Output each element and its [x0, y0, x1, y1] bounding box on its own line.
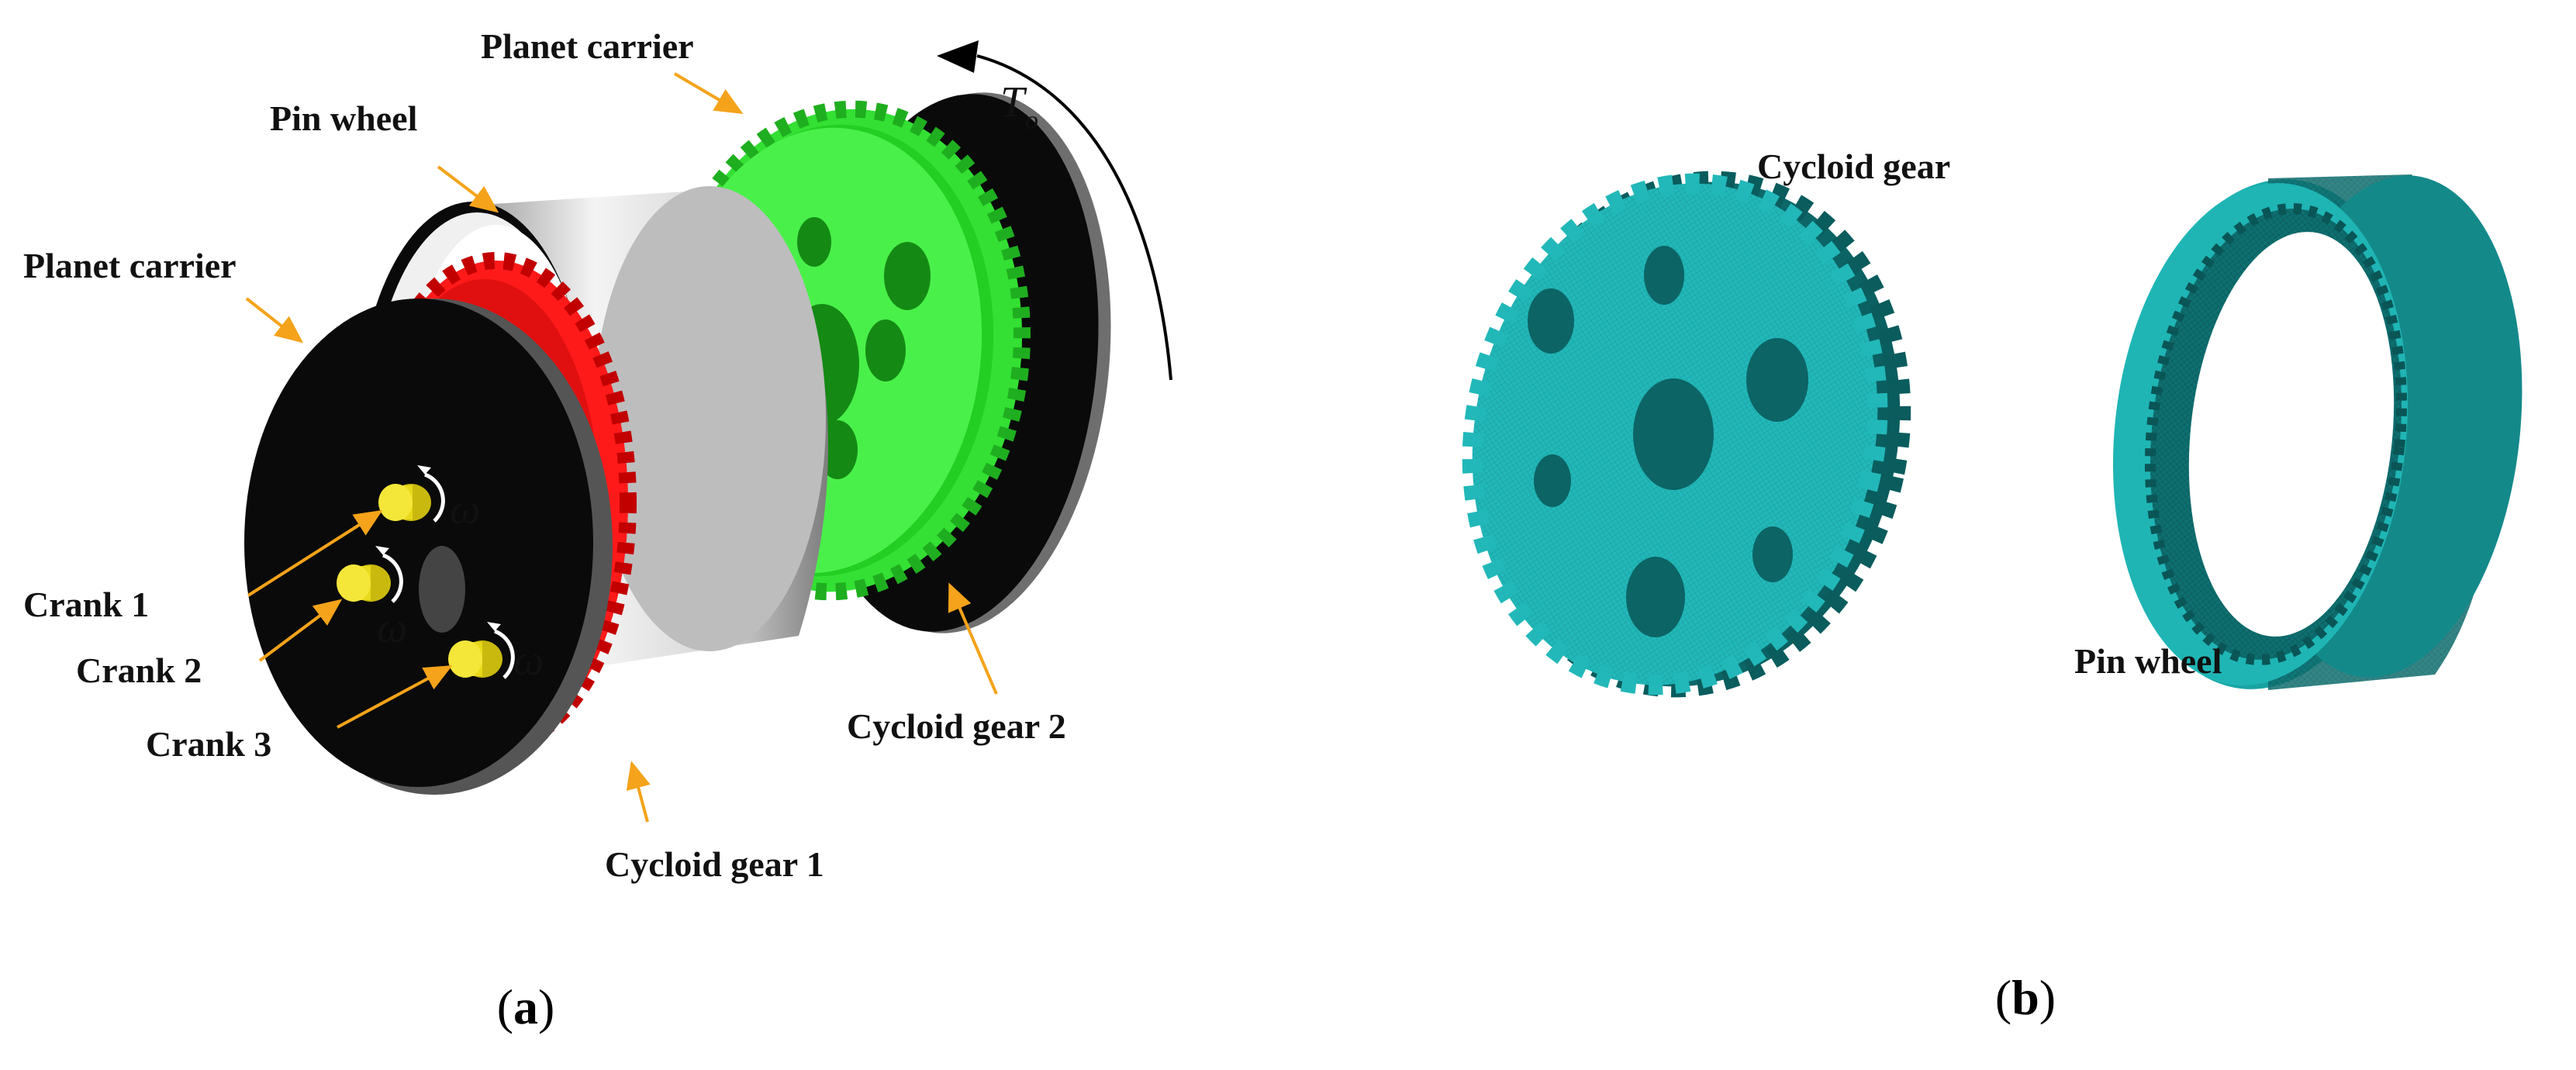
label-pin-wheel-b: Pin wheel [2074, 641, 2222, 681]
leader-crank-3 [337, 665, 453, 729]
label-cycloid-gear: Cycloid gear [1757, 147, 1950, 186]
caption-b-open: ( [1995, 970, 2011, 1025]
label-pin-wheel: Pin wheel [270, 98, 417, 138]
torque-symbol: T [1000, 78, 1027, 126]
label-cycloid-gear-2: Cycloid gear 2 [847, 706, 1066, 746]
cycloid-hole-6 [1626, 557, 1685, 637]
leader-pin-wheel [437, 165, 499, 213]
caption-a-letter: a [513, 979, 538, 1034]
leader-crank-2 [258, 599, 343, 662]
caption-b: (b) [1995, 970, 2056, 1025]
panel-b: Cycloid gear Pin wheel (b) [1462, 147, 2522, 1025]
label-cycloid-gear-1: Cycloid gear 1 [605, 844, 824, 884]
label-crank-3: Crank 3 [146, 724, 271, 764]
leader-planet-carrier-left [245, 297, 304, 343]
leader-planet-carrier-top [673, 72, 744, 115]
crank-2-shaft [337, 546, 465, 633]
leader-cycloid-gear-2 [948, 582, 998, 695]
panel-a: ω ω ω T o Planet carrier Pin wheel Plane… [23, 26, 1172, 1034]
planet-carrier-front [244, 299, 613, 795]
leader-arrows-a [245, 72, 998, 823]
cycloid-gear-mesh [1462, 171, 1911, 698]
crank-3-shaft [448, 622, 515, 679]
caption-b-close: ) [2039, 970, 2056, 1025]
torque-arrowhead [937, 40, 979, 73]
caption-a: (a) [497, 979, 555, 1034]
omega-symbol-crank-2: ω [377, 604, 408, 652]
torque-subscript: o [1025, 106, 1038, 135]
caption-a-open: ( [497, 979, 513, 1034]
leader-crank-1 [247, 509, 383, 597]
caption-a-close: ) [538, 979, 554, 1034]
label-planet-carrier-top: Planet carrier [481, 26, 694, 66]
leader-cycloid-gear-1 [626, 761, 651, 823]
omega-symbol-crank-1: ω [450, 485, 481, 533]
cycloid-hole-2 [1528, 288, 1574, 354]
cycloid-hole-3 [1746, 338, 1808, 422]
cycloid-center-hole [1633, 378, 1714, 490]
caption-b-letter: b [2011, 970, 2039, 1025]
label-planet-carrier-left: Planet carrier [23, 246, 237, 285]
pin-wheel-mesh [2112, 174, 2522, 690]
label-crank-2: Crank 2 [76, 651, 202, 690]
omega-symbol-crank-3: ω [513, 637, 544, 685]
crank-1-shaft [378, 465, 445, 523]
cycloid-hole-4 [1534, 454, 1571, 507]
torque-arrow [976, 54, 1172, 381]
cycloid-hole-1 [1644, 246, 1684, 305]
cycloid-hole-5 [1752, 526, 1793, 582]
label-crank-1: Crank 1 [23, 585, 149, 624]
